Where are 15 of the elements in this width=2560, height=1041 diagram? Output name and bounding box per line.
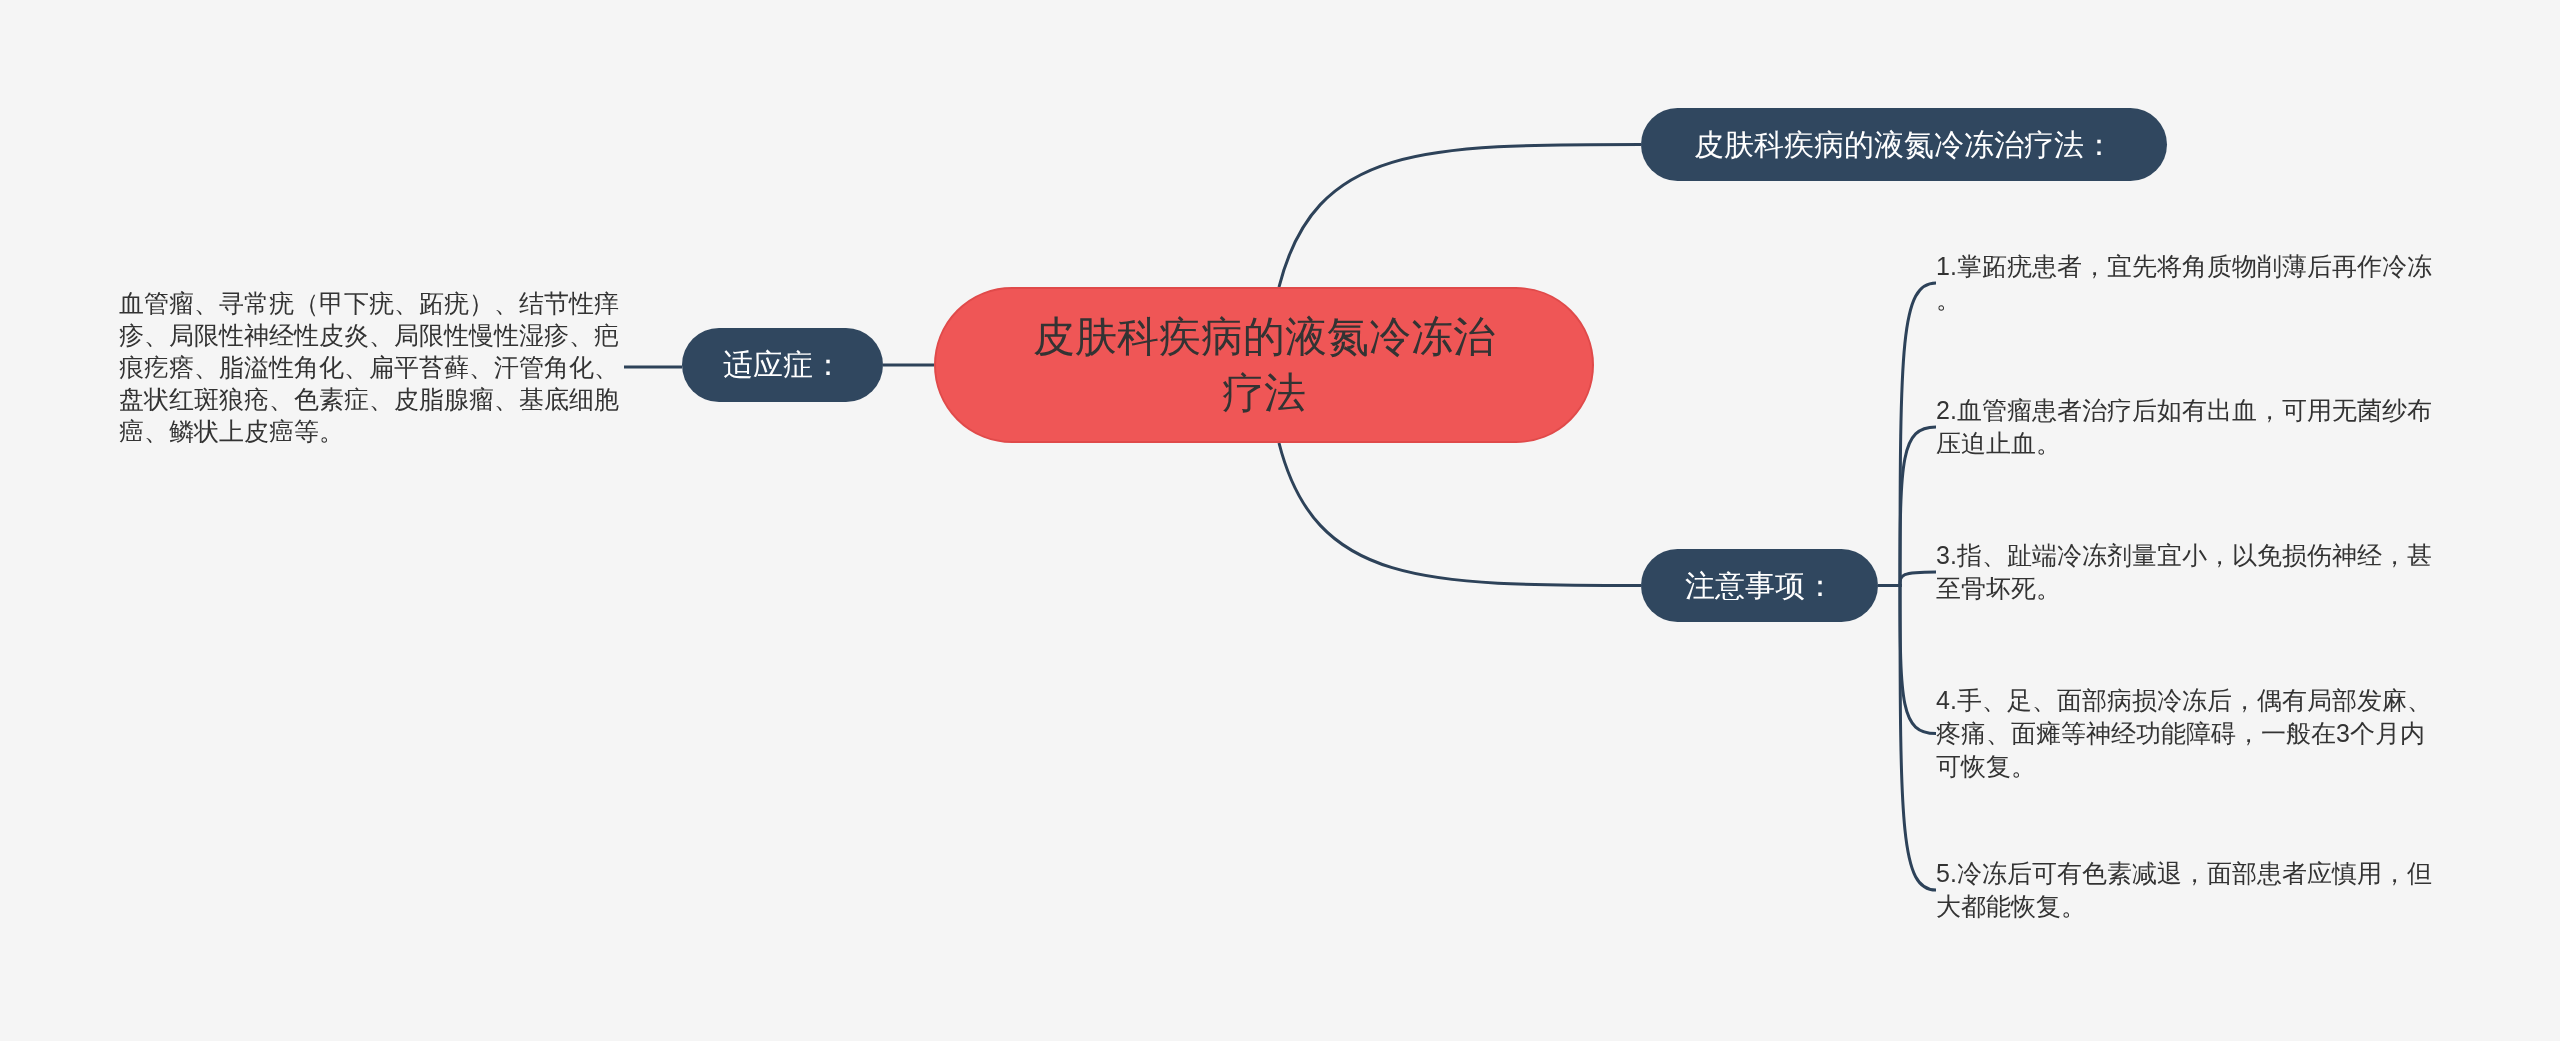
connector-line: [1878, 584, 1937, 892]
note-text: 3.指、趾端冷冻剂量宜小，以免损伤神经，甚至骨坏死。: [1936, 539, 2441, 605]
topic-box: 皮肤科疾病的液氮冷冻治疗法：: [1641, 108, 2167, 181]
note-text: 4.手、足、面部病损冷冻后，偶有局部发麻、疼痛、面瘫等神经功能障碍，一般在3个月内可恢复。: [1936, 684, 2441, 783]
note-text: 1.掌跖疣患者，宜先将角质物削薄后再作冷冻。: [1936, 250, 2441, 316]
central-topic-box: 皮肤科疾病的液氮冷冻治疗法: [934, 287, 1594, 443]
topic-box: 适应症：: [682, 328, 883, 402]
connector-line: [1277, 442, 1641, 587]
note-text: 5.冷冻后可有色素减退，面部患者应慎用，但大都能恢复。: [1936, 857, 2441, 923]
note-text: 血管瘤、寻常疣（甲下疣、跖疣）、结节性痒疹、局限性神经性皮炎、局限性慢性湿疹、疤痕疙瘩、脂溢性角化、扁平苔藓、汗管角化、盘状红斑狼疮、色素症、皮脂腺瘤、基底细胞癌、鳞状上皮癌等。: [119, 287, 624, 447]
topic-box: 注意事项：: [1641, 549, 1878, 622]
connector-line: [624, 365, 682, 369]
note-text: 2.血管瘤患者治疗后如有出血，可用无菌纱布压迫止血。: [1936, 394, 2441, 460]
connector-line: [1277, 143, 1641, 288]
connector-line: [883, 363, 934, 367]
